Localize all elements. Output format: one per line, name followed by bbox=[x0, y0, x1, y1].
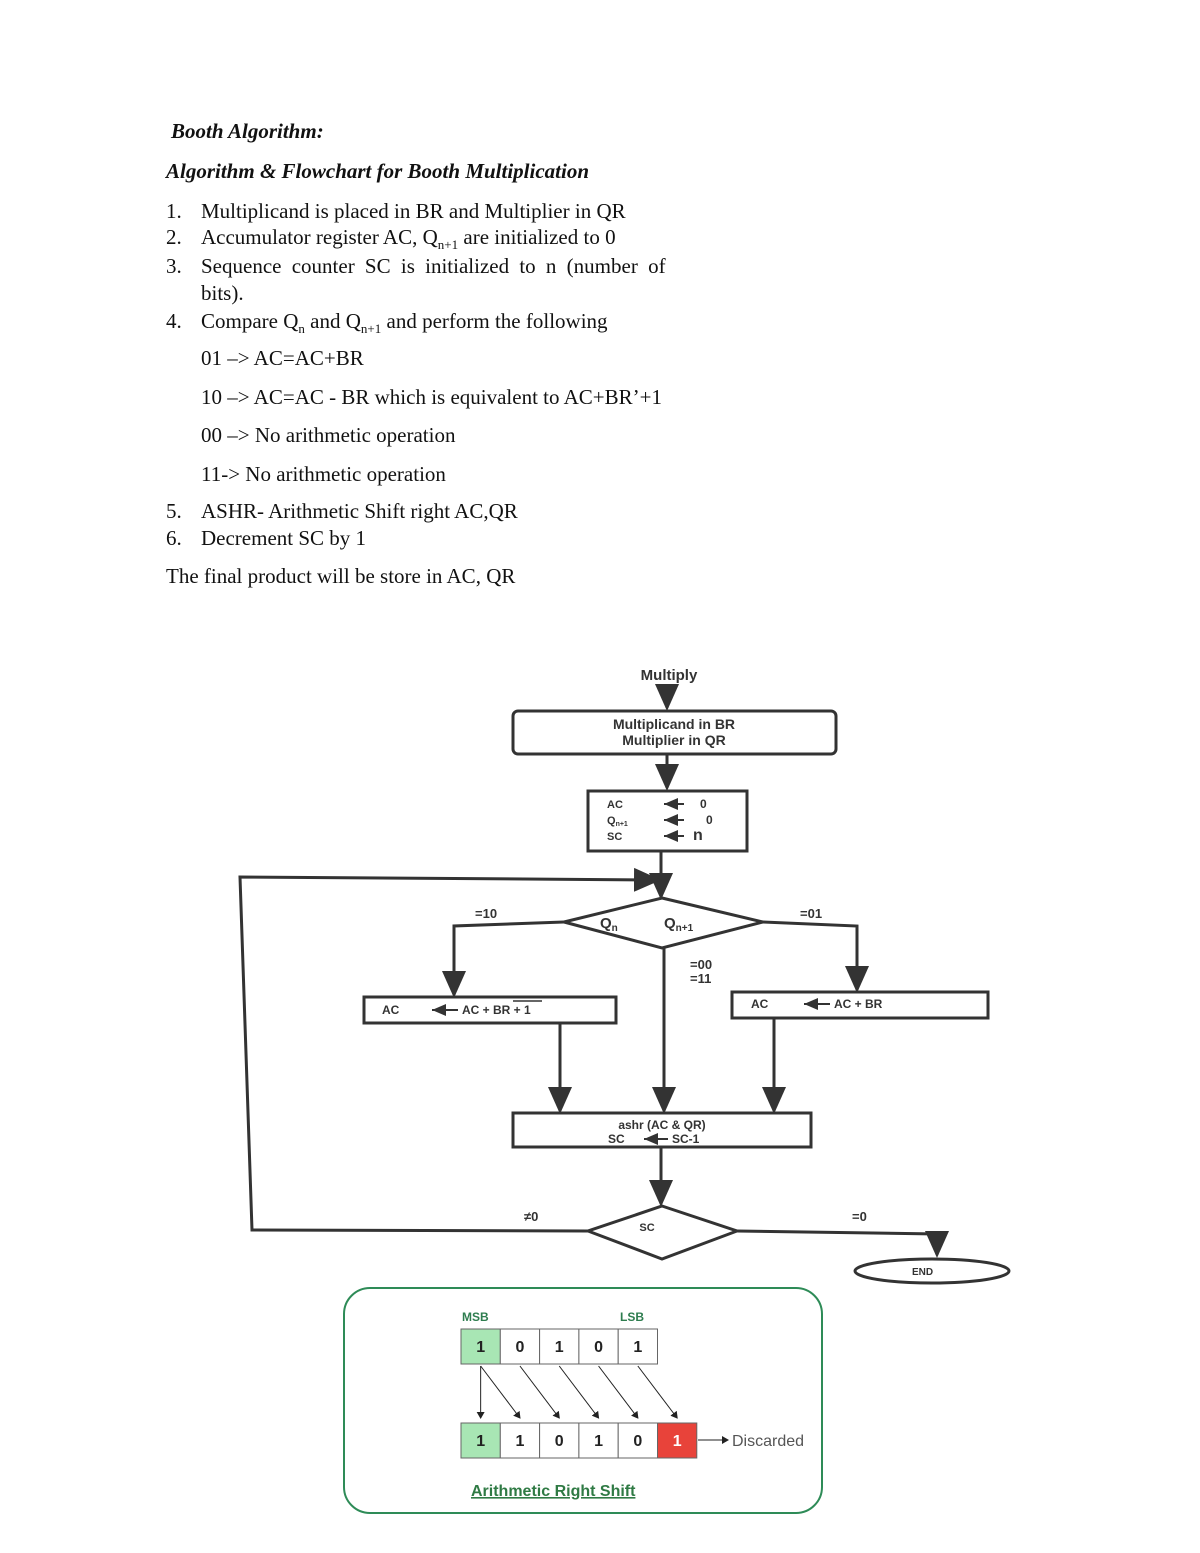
start-label: Multiply bbox=[641, 667, 698, 684]
loop-label: ≠0 bbox=[524, 1209, 538, 1224]
step-number: 6. bbox=[166, 526, 182, 550]
sc-decision-diamond bbox=[583, 1204, 742, 1261]
shift-caption: Arithmetic Right Shift bbox=[471, 1483, 636, 1500]
arrow-branch-10 bbox=[442, 920, 565, 998]
init-line-2: Multiplier in QR bbox=[622, 732, 725, 748]
shift-sc-value: SC-1 bbox=[672, 1132, 700, 1146]
bottom-bit-value: 1 bbox=[673, 1433, 682, 1450]
bottom-bit-cell bbox=[617, 1422, 659, 1459]
step-number: 5. bbox=[166, 499, 182, 523]
top-bit-value: 1 bbox=[476, 1339, 485, 1356]
end-oval bbox=[853, 1257, 1011, 1285]
shift-arrow bbox=[598, 1365, 639, 1419]
set-ac-label: AC bbox=[607, 799, 623, 811]
left-op-rhs: AC + BR + 1 bbox=[462, 1003, 531, 1017]
init-box bbox=[511, 709, 838, 756]
set-sc-value: n bbox=[693, 827, 703, 844]
bottom-bit-cell bbox=[460, 1422, 501, 1459]
set-box bbox=[586, 789, 749, 853]
step-number: 1. bbox=[166, 199, 182, 223]
set-q-label: Qn+1 bbox=[607, 815, 628, 828]
top-bit-cell bbox=[460, 1328, 501, 1365]
step-text: Decrement SC by 1 bbox=[201, 526, 367, 550]
top-bit-value: 0 bbox=[594, 1339, 603, 1356]
step-number: 4. bbox=[166, 309, 182, 333]
step-3-continued: bits). bbox=[201, 281, 244, 305]
top-bit-value: 0 bbox=[515, 1339, 524, 1356]
set-ac-value: 0 bbox=[700, 797, 707, 811]
bottom-bit-cell bbox=[578, 1422, 619, 1459]
init-line-1: Multiplicand in BR bbox=[613, 716, 735, 732]
bottom-bit-value: 1 bbox=[476, 1433, 485, 1450]
step-number: 3. bbox=[166, 254, 182, 278]
page-heading: Booth Algorithm: bbox=[171, 119, 324, 143]
step-text: ASHR- Arithmetic Shift right AC,QR bbox=[201, 499, 518, 523]
case-11: 11-> No arithmetic operation bbox=[201, 462, 446, 486]
set-box-content: AC 0 Qn+1 0 SC n bbox=[607, 797, 713, 844]
case-00: 00 –> No arithmetic operation bbox=[201, 423, 456, 447]
right-op-box bbox=[730, 990, 990, 1020]
right-op-lhs: AC bbox=[751, 997, 769, 1011]
msb-label: MSB bbox=[462, 1310, 489, 1324]
step-text: Compare Qn and Qn+1 and perform the foll… bbox=[201, 309, 608, 337]
shift-arrow bbox=[558, 1365, 600, 1419]
discarded-label: Discarded bbox=[732, 1433, 804, 1450]
case-01: 01 –> AC=AC+BR bbox=[201, 346, 364, 370]
final-product-note: The final product will be store in AC, Q… bbox=[166, 564, 516, 588]
arithmetic-shift-diagram: MSB LSB 1 0 1 0 1 1 1 0 1 0 1 Discarded Arithmeti… bbox=[343, 1287, 823, 1514]
branch-label-00: =00 bbox=[690, 957, 712, 972]
end-branch-label: =0 bbox=[852, 1209, 867, 1224]
set-q-value: 0 bbox=[706, 813, 713, 827]
end-label: END bbox=[912, 1267, 933, 1278]
bottom-bit-row: 1 1 0 1 0 1 bbox=[460, 1422, 698, 1459]
shift-diagram-frame bbox=[343, 1287, 823, 1514]
shift-sc-label: SC bbox=[608, 1132, 625, 1146]
bottom-bit-value: 1 bbox=[594, 1433, 603, 1450]
lsb-label: LSB bbox=[620, 1310, 644, 1324]
shift-arrow bbox=[637, 1365, 678, 1419]
step-number: 2. bbox=[166, 225, 182, 249]
case-10: 10 –> AC=AC - BR which is equivalent to … bbox=[201, 385, 662, 409]
arrow-branch-01 bbox=[762, 920, 869, 993]
branch-label-11: =11 bbox=[690, 971, 711, 986]
left-op-lhs: AC bbox=[382, 1003, 400, 1017]
top-bit-cell bbox=[617, 1328, 659, 1365]
shift-arrow bbox=[480, 1365, 521, 1419]
top-bit-row: 1 0 1 0 1 bbox=[460, 1328, 659, 1365]
top-bit-cell bbox=[578, 1328, 619, 1365]
shift-line-1: ashr (AC & QR) bbox=[618, 1118, 705, 1132]
bottom-bit-value: 0 bbox=[633, 1433, 642, 1450]
bottom-bit-value: 1 bbox=[515, 1433, 524, 1450]
bottom-bit-value: 0 bbox=[555, 1433, 564, 1450]
shift-arrow bbox=[519, 1365, 560, 1419]
page-subheading: Algorithm & Flowchart for Booth Multipli… bbox=[166, 159, 590, 183]
bottom-bit-cell bbox=[657, 1422, 698, 1459]
shift-arrows bbox=[476, 1365, 678, 1419]
set-sc-label: SC bbox=[607, 831, 622, 843]
step-text: Sequence counter SC is initialized to n … bbox=[201, 254, 666, 278]
step-text: Accumulator register AC, Qn+1 are initia… bbox=[201, 225, 616, 253]
left-op-box bbox=[362, 995, 618, 1025]
sc-decision-label: SC bbox=[639, 1222, 654, 1234]
q-decision-diamond bbox=[563, 896, 764, 950]
right-op-rhs: AC + BR bbox=[834, 997, 883, 1011]
top-bit-value: 1 bbox=[633, 1339, 642, 1356]
arrow-to-end bbox=[736, 1229, 949, 1258]
arrow-loop-back bbox=[238, 867, 661, 1233]
top-bit-cell bbox=[499, 1328, 541, 1365]
decision-qn1: Qn+1 bbox=[664, 915, 694, 934]
branch-label-10: =10 bbox=[475, 906, 497, 921]
decision-qn: Qn bbox=[600, 915, 618, 934]
branch-label-01: =01 bbox=[800, 906, 822, 921]
step-text: Multiplicand is placed in BR and Multipl… bbox=[201, 199, 626, 223]
top-bit-value: 1 bbox=[555, 1339, 564, 1356]
top-bit-cell bbox=[539, 1328, 580, 1365]
